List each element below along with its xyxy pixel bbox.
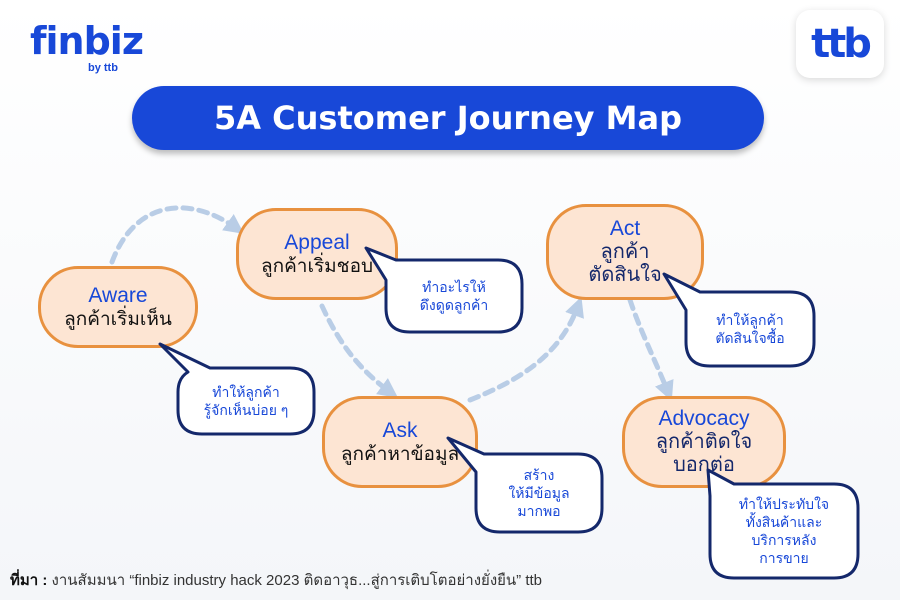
title-banner: 5A Customer Journey Map [132, 86, 764, 150]
note-act-line-1: ทำให้ลูกค้า [716, 312, 784, 328]
speech-bubble-icon [446, 436, 604, 534]
note-aware-line-2: รู้จักเห็นบ่อย ๆ [203, 402, 289, 418]
page-title: 5A Customer Journey Map [213, 99, 682, 137]
note-advocacy-line-2: ทั้งสินค้าและ [745, 514, 823, 530]
stage-advocacy: Advocacy ลูกค้าติดใจ บอกต่อ [622, 396, 786, 488]
finbiz-logo-subtext: by ttb [88, 62, 118, 74]
finbiz-logo-text: finbiz [30, 19, 144, 63]
speech-bubble-icon [706, 468, 860, 580]
note-aware-line-1: ทำให้ลูกค้า [212, 384, 280, 400]
speech-bubble-icon [158, 342, 316, 436]
note-ask-line-1: สร้าง [523, 467, 555, 483]
arrow-aware-to-appeal [109, 205, 245, 265]
note-appeal: ทำอะไรให้ ดึงดูดลูกค้า [360, 238, 530, 336]
note-ask-line-3: มากพอ [517, 503, 561, 519]
stage-act-title: Act [609, 217, 641, 240]
source-text: งานสัมมนา “finbiz industry hack 2023 ติด… [51, 572, 543, 589]
note-ask-line-2: ให้มีข้อมูล [508, 485, 570, 501]
source-footer: ที่มา : งานสัมมนา “finbiz industry hack … [10, 568, 542, 592]
note-appeal-line-2: ดึงดูดลูกค้า [419, 297, 489, 313]
note-act: ทำให้ลูกค้า ตัดสินใจซื้อ [660, 270, 830, 370]
note-ask: สร้าง ให้มีข้อมูล มากพอ [444, 432, 614, 536]
stage-act-subtitle-2: ตัดสินใจ [588, 264, 662, 286]
arrow-act-to-advocacy [627, 297, 674, 402]
note-advocacy-line-3: บริการหลัง [751, 532, 817, 548]
stage-act-subtitle-1: ลูกค้า [600, 241, 650, 263]
speech-bubble-icon [364, 246, 524, 334]
source-label: ที่มา : [10, 572, 48, 589]
note-advocacy-line-1: ทำให้ประทับใจ [738, 496, 830, 512]
stage-ask-subtitle: ลูกค้าหาข้อมูล [340, 443, 460, 465]
stage-aware: Aware ลูกค้าเริ่มเห็น [38, 266, 198, 348]
note-aware: ทำให้ลูกค้า รู้จักเห็นบ่อย ๆ [150, 340, 320, 440]
arrow-ask-to-act [467, 296, 584, 403]
ttb-logo-text: ttb [811, 21, 872, 67]
stage-aware-title: Aware [88, 283, 148, 307]
stage-ask-title: Ask [382, 418, 418, 442]
speech-bubble-icon [662, 272, 816, 368]
stage-act: Act ลูกค้า ตัดสินใจ [546, 204, 704, 300]
stage-aware-subtitle: ลูกค้าเริ่มเห็น [64, 308, 172, 330]
note-advocacy: ทำให้ประทับใจ ทั้งสินค้าและ บริการหลัง ก… [704, 466, 864, 582]
ttb-logo: ttb [796, 10, 884, 78]
note-act-line-2: ตัดสินใจซื้อ [715, 330, 785, 346]
arrow-appeal-to-ask [319, 303, 399, 398]
finbiz-logo: finbiz by ttb [30, 19, 144, 74]
note-appeal-line-1: ทำอะไรให้ [422, 279, 486, 295]
stage-appeal-title: Appeal [284, 230, 350, 254]
stage-advocacy-subtitle-1: ลูกค้าติดใจ [655, 431, 753, 453]
note-advocacy-line-4: การขาย [759, 550, 809, 566]
stage-advocacy-subtitle-2: บอกต่อ [673, 454, 735, 476]
stage-advocacy-title: Advocacy [658, 407, 750, 430]
stage-appeal-subtitle: ลูกค้าเริ่มชอบ [260, 255, 374, 277]
